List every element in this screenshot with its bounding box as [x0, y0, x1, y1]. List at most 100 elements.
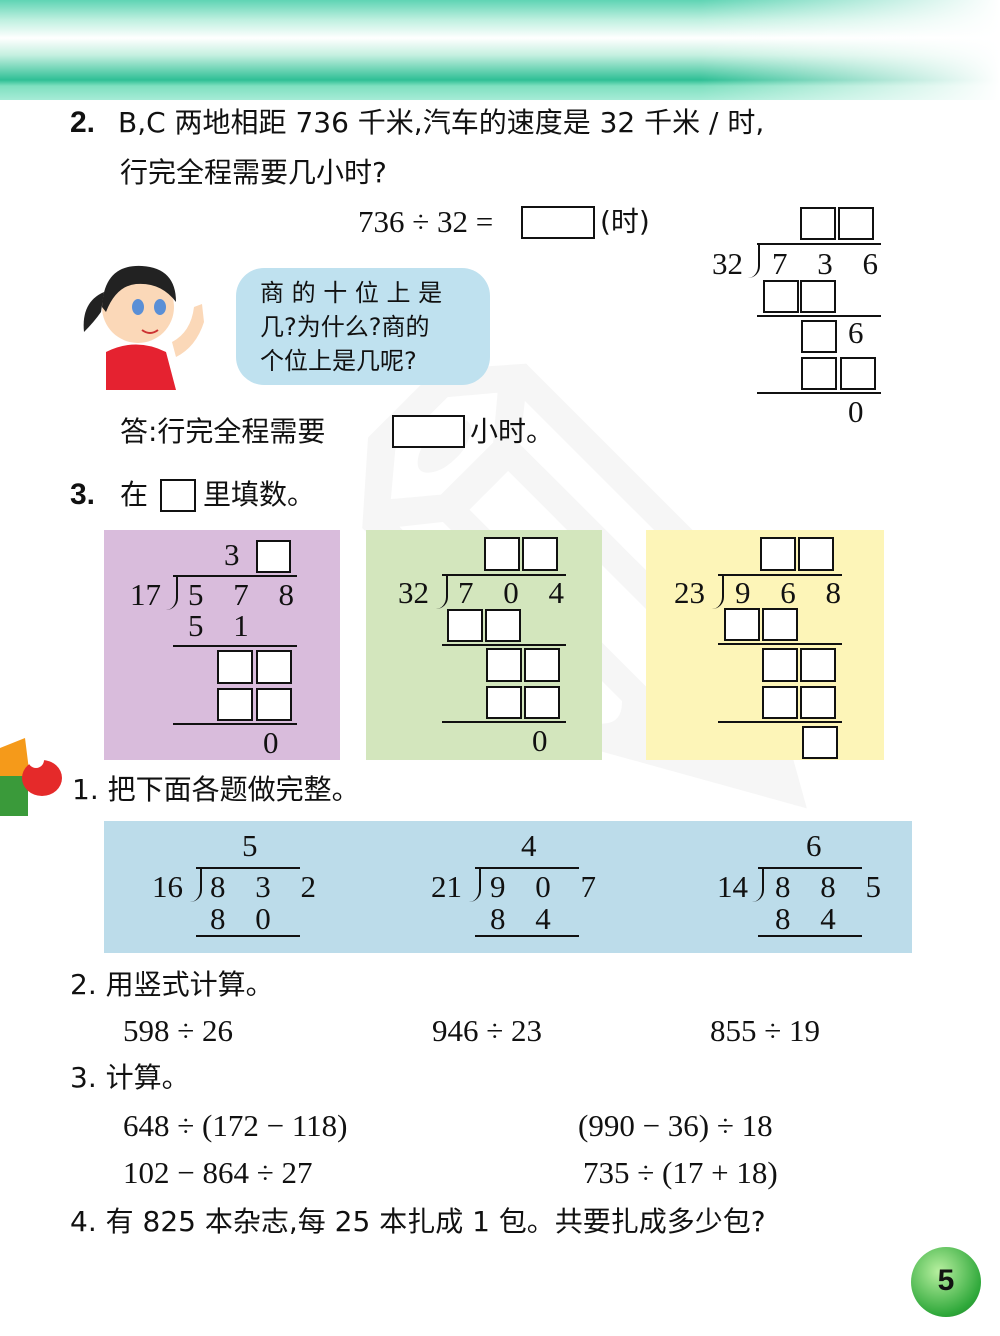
answer-box[interactable]: [521, 206, 595, 239]
answer-box[interactable]: [762, 608, 798, 641]
remainder: 0: [263, 725, 279, 760]
division-bar: [442, 574, 566, 576]
problem: 102 − 864 ÷ 27: [123, 1155, 313, 1190]
divider-line: [718, 643, 842, 645]
division-bar: [758, 867, 862, 869]
mascot-icon: [0, 738, 62, 816]
subtrahend: 8 0: [210, 901, 282, 936]
answer-box[interactable]: [798, 537, 834, 571]
answer-box[interactable]: [801, 357, 837, 390]
division-panel-purple: 3 17 5 7 8 5 1 0: [104, 530, 340, 760]
answer-box[interactable]: [217, 650, 253, 684]
dividend: 7 3 6: [772, 246, 889, 281]
answer-box[interactable]: [724, 608, 760, 641]
answer-box[interactable]: [485, 609, 521, 642]
answer-box[interactable]: [800, 280, 836, 313]
divider-line: [757, 392, 881, 394]
divisor: 23: [674, 575, 705, 610]
answer-box[interactable]: [800, 648, 836, 682]
problem: 855 ÷ 19: [710, 1013, 821, 1048]
division-bracket: [469, 868, 481, 902]
answer-box[interactable]: [800, 207, 836, 240]
subtrahend: 8 4: [775, 901, 847, 936]
answer-box[interactable]: [447, 609, 483, 642]
division-bracket: [748, 244, 760, 278]
remainder: 0: [532, 723, 548, 758]
division-bar: [757, 243, 881, 245]
divisor: 21: [431, 869, 462, 904]
answer-box[interactable]: [484, 537, 520, 571]
divider-line: [757, 315, 881, 317]
division-bracket: [752, 868, 764, 902]
question-text: 行完全程需要几小时?: [120, 156, 387, 189]
answer-box[interactable]: [801, 320, 837, 353]
question-text: 在: [120, 478, 149, 511]
answer-box[interactable]: [760, 537, 796, 571]
division-bar: [718, 574, 842, 576]
divisor: 32: [712, 246, 743, 281]
division-panel-yellow: 23 9 6 8: [646, 530, 884, 760]
problem: 598 ÷ 26: [123, 1013, 234, 1048]
divider-line: [758, 935, 862, 937]
problem: 946 ÷ 23: [432, 1013, 543, 1048]
partial-digit: 6: [848, 315, 864, 350]
dividend: 9 6 8: [735, 575, 852, 610]
bubble-text: 几?为什么?商的: [260, 313, 430, 341]
divisor: 14: [717, 869, 748, 904]
question-text: B,C 两地相距 736 千米,汽车的速度是 32 千米 / 时,: [118, 106, 765, 139]
word-problem: 4. 有 825 本杂志,每 25 本扎成 1 包。共要扎成多少包?: [70, 1205, 766, 1238]
speech-bubble: 商 的 十 位 上 是 几?为什么?商的 个位上是几呢?: [236, 268, 490, 385]
divider-line: [442, 644, 566, 646]
answer-prefix: 答:行完全程需要: [120, 415, 326, 448]
answer-box[interactable]: [256, 650, 292, 684]
division-bracket: [166, 576, 178, 610]
girl-illustration: [83, 265, 204, 390]
answer-box[interactable]: [524, 686, 560, 719]
answer-box[interactable]: [486, 648, 522, 682]
divider-line: [173, 645, 297, 647]
answer-box[interactable]: [840, 357, 876, 390]
division-bracket: [712, 575, 724, 609]
quotient: 5: [242, 828, 258, 863]
answer-box[interactable]: [762, 648, 798, 682]
question-number: 3.: [70, 478, 96, 511]
bubble-text: 商 的 十 位 上 是: [260, 279, 443, 307]
answer-box[interactable]: [522, 537, 558, 571]
question-number: 2.: [70, 106, 96, 139]
divisor: 17: [130, 577, 161, 612]
division-bar: [196, 867, 300, 869]
divisor: 32: [398, 575, 429, 610]
header-band: [0, 0, 1000, 100]
answer-box[interactable]: [256, 540, 291, 573]
dividend: 8 3 2: [210, 869, 327, 904]
subtrahend: 8 4: [490, 901, 562, 936]
subtrahend: 5 1: [188, 608, 260, 643]
exercise-title: 2. 用竖式计算。: [70, 968, 274, 1001]
answer-box[interactable]: [217, 688, 253, 721]
answer-box[interactable]: [838, 207, 874, 240]
dividend: 5 7 8: [188, 577, 305, 612]
quotient: 4: [521, 828, 537, 863]
division-bracket: [436, 575, 448, 609]
answer-box[interactable]: [256, 688, 292, 721]
answer-box[interactable]: [524, 648, 560, 682]
problem: 648 ÷ (172 − 118): [123, 1108, 348, 1143]
dividend: 7 0 4: [458, 575, 575, 610]
answer-box[interactable]: [392, 415, 465, 448]
answer-box[interactable]: [763, 280, 799, 313]
divider-line: [173, 723, 297, 725]
divider-line: [475, 935, 579, 937]
answer-box[interactable]: [486, 686, 522, 719]
division-bar: [173, 575, 297, 577]
page-number: 5: [937, 1264, 955, 1297]
quotient: 6: [806, 828, 822, 863]
division-bracket: [190, 868, 202, 902]
page-number-badge: 5: [911, 1247, 981, 1317]
answer-box[interactable]: [800, 686, 836, 719]
divider-line: [196, 935, 300, 937]
dividend: 9 0 7: [490, 869, 607, 904]
problem: 735 ÷ (17 + 18): [583, 1155, 778, 1190]
answer-box[interactable]: [802, 726, 838, 759]
answer-box[interactable]: [762, 686, 798, 719]
